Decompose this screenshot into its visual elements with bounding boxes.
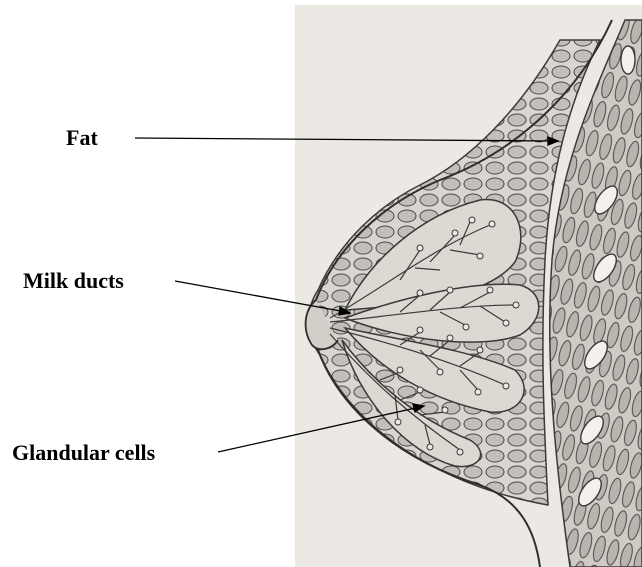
label-milk-ducts: Milk ducts (23, 270, 124, 292)
label-fat: Fat (66, 127, 98, 149)
label-glandular-cells: Glandular cells (12, 442, 155, 464)
